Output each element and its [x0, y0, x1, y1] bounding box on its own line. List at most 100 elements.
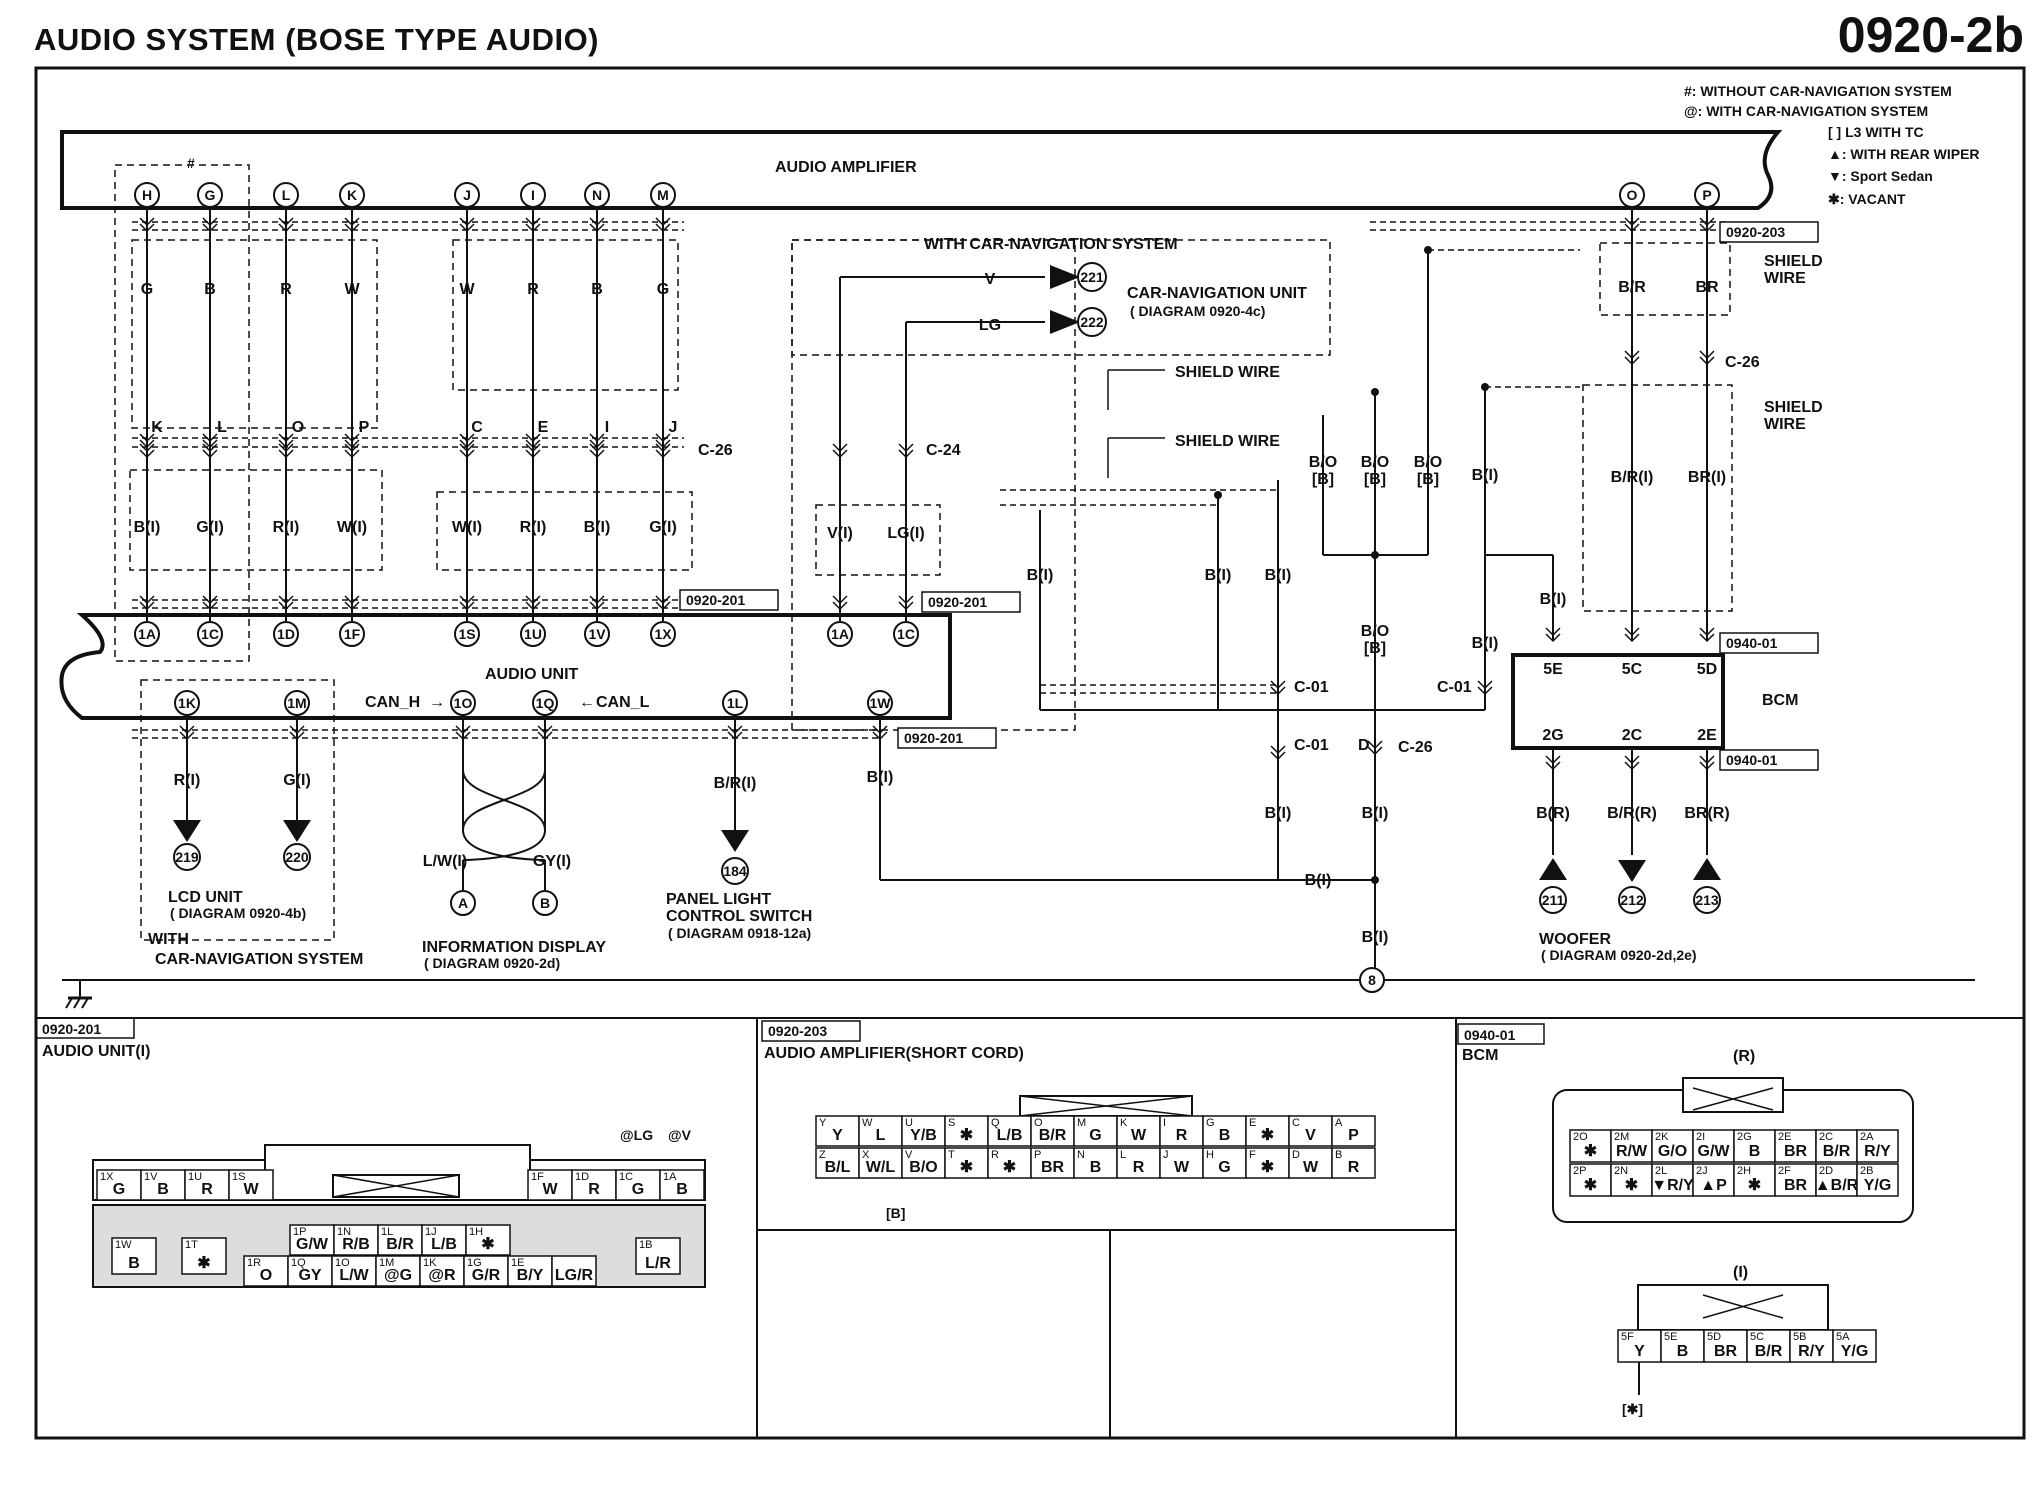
wire-label: G(I): [649, 519, 677, 536]
legend-item: ✱: VACANT: [1828, 191, 1906, 207]
connector-cell: [1733, 1163, 1776, 1197]
audio-unit-box: [59, 613, 952, 720]
wire-label: 0920-203: [1726, 224, 1785, 240]
wire-label: V: [985, 271, 996, 288]
pin-color: B/Y: [517, 1267, 544, 1284]
wire-label: 1X: [654, 626, 672, 642]
pin-color: ✱: [197, 1255, 210, 1272]
pin-id: 1D: [575, 1171, 589, 1183]
pin-color: R: [1176, 1127, 1188, 1144]
connector-cell: [1116, 1115, 1161, 1147]
pin-id: 2P: [1573, 1165, 1586, 1177]
pin-id: O: [1034, 1117, 1043, 1129]
wire-label: B(I): [1362, 805, 1389, 822]
pin-id: 2M: [1614, 1131, 1629, 1143]
wire-label: BR(I): [1688, 469, 1726, 486]
pin-circle: [339, 621, 365, 647]
pin-color: W/L: [866, 1159, 896, 1176]
svg-text:#: #: [187, 155, 195, 171]
pin-circle: [1077, 262, 1107, 292]
connector-cell: [815, 1147, 860, 1179]
pin-circle: [173, 843, 201, 871]
pin-id: H: [1206, 1149, 1214, 1161]
pin-color: ✱: [1625, 1177, 1638, 1194]
wire-label: O: [1627, 187, 1638, 203]
pin-id: 5E: [1664, 1331, 1677, 1343]
wire-label: R(I): [174, 772, 201, 789]
wire-label: W(I): [452, 519, 482, 536]
connector-cell: [615, 1169, 661, 1201]
connector-cell: [1774, 1129, 1817, 1163]
nav-diagram-ref: ( DIAGRAM 0920-4c): [1130, 303, 1265, 319]
svg-text:( DIAGRAM 0920-4b): ( DIAGRAM 0920-4b): [170, 905, 306, 921]
pin-color: ▲P: [1700, 1177, 1727, 1194]
arrow-up: [1539, 858, 1567, 880]
wire-label: G(I): [196, 519, 224, 536]
pin-color: ✱: [960, 1127, 973, 1144]
wire-label: 5E: [1543, 661, 1563, 678]
wire-label: K: [151, 419, 163, 436]
connector-cell: [551, 1255, 597, 1287]
pin-color: Y/G: [1841, 1343, 1869, 1360]
wire-label: BR: [1695, 279, 1719, 296]
pin-id: 2F: [1778, 1165, 1791, 1177]
wire-label: 2C: [1622, 727, 1643, 744]
pin-id: 2N: [1614, 1165, 1628, 1177]
bcm-connector: 2O✱2MR/W2KG/O2IG/W2GB2EBR2CB/R2AR/Y2P✱2N…: [1552, 1077, 1914, 1395]
pin-id: 2B: [1860, 1165, 1873, 1177]
connector-mark: [1367, 740, 1383, 756]
pin-id: 1S: [232, 1171, 245, 1183]
latch-x: [1019, 1095, 1193, 1117]
wire-label: O: [292, 419, 304, 436]
pin-color: B/L: [825, 1159, 851, 1176]
latch-x: [1692, 1087, 1774, 1111]
pin-color: Y/B: [910, 1127, 937, 1144]
nav-unit-label: CAR-NAVIGATION UNIT: [1127, 285, 1307, 302]
bcm-label: BCM: [1762, 692, 1798, 709]
wiring: HGKB(I)1AGBLG(I)1CLROR(I)1DKWPW(I)1FJWCW…: [132, 182, 1819, 968]
wire-label: P: [359, 419, 370, 436]
connector-mark: [727, 725, 743, 741]
pin-color: ▼R/Y: [1651, 1177, 1694, 1194]
wire-label: 212: [1620, 892, 1644, 908]
svg-text:WOOFER: WOOFER: [1539, 931, 1611, 948]
wire-label: G: [141, 281, 153, 298]
wire-label: 1C: [897, 626, 915, 642]
wire-label: 2E: [1697, 727, 1717, 744]
pin-circle: [1077, 307, 1107, 337]
pin-color: ✱: [481, 1236, 494, 1253]
pin-id: 5A: [1836, 1331, 1850, 1343]
pin-id: M: [1077, 1117, 1086, 1129]
connector-cell: [287, 1255, 333, 1287]
wire-label: W(I): [337, 519, 367, 536]
wire-label: L: [282, 187, 291, 203]
pin-id: 1G: [467, 1257, 482, 1269]
wire-label: J: [463, 187, 471, 203]
svg-text:(I): (I): [1733, 1264, 1748, 1281]
connector-mark: [202, 595, 218, 611]
connector-cell: [1288, 1115, 1333, 1147]
pin-id: T: [948, 1149, 955, 1161]
svg-text:AUDIO AMPLIFIER(SHORT CORD): AUDIO AMPLIFIER(SHORT CORD): [764, 1045, 1024, 1062]
connector-mark: [655, 217, 671, 233]
ref-box: [1719, 221, 1819, 243]
pin-id: P: [1034, 1149, 1041, 1161]
pin-circle: [273, 621, 299, 647]
shield-wire-label: SHIELD WIRE: [1175, 433, 1280, 450]
connector-mark: [1624, 755, 1640, 771]
wire-label: 1D: [277, 626, 295, 642]
connector-cell: [858, 1147, 903, 1179]
shield-wire-label: SHIELD WIRE: [1175, 364, 1280, 381]
connector-mark: [278, 443, 294, 459]
svg-text:0920-203: 0920-203: [768, 1023, 827, 1039]
pin-color: G: [632, 1181, 644, 1198]
connector-cell: [1569, 1129, 1612, 1163]
pin-id: 1W: [115, 1239, 132, 1251]
pin-color: ▲B/R: [1815, 1177, 1859, 1194]
svg-text:SHIELD: SHIELD: [1764, 253, 1823, 270]
legend-item: [ ] L3 WITH TC: [1828, 124, 1924, 140]
connector-cell: [96, 1169, 142, 1201]
svg-text:SHIELD: SHIELD: [1764, 399, 1823, 416]
pin-color: W: [1131, 1127, 1147, 1144]
wire-label: LG(I): [887, 525, 924, 542]
